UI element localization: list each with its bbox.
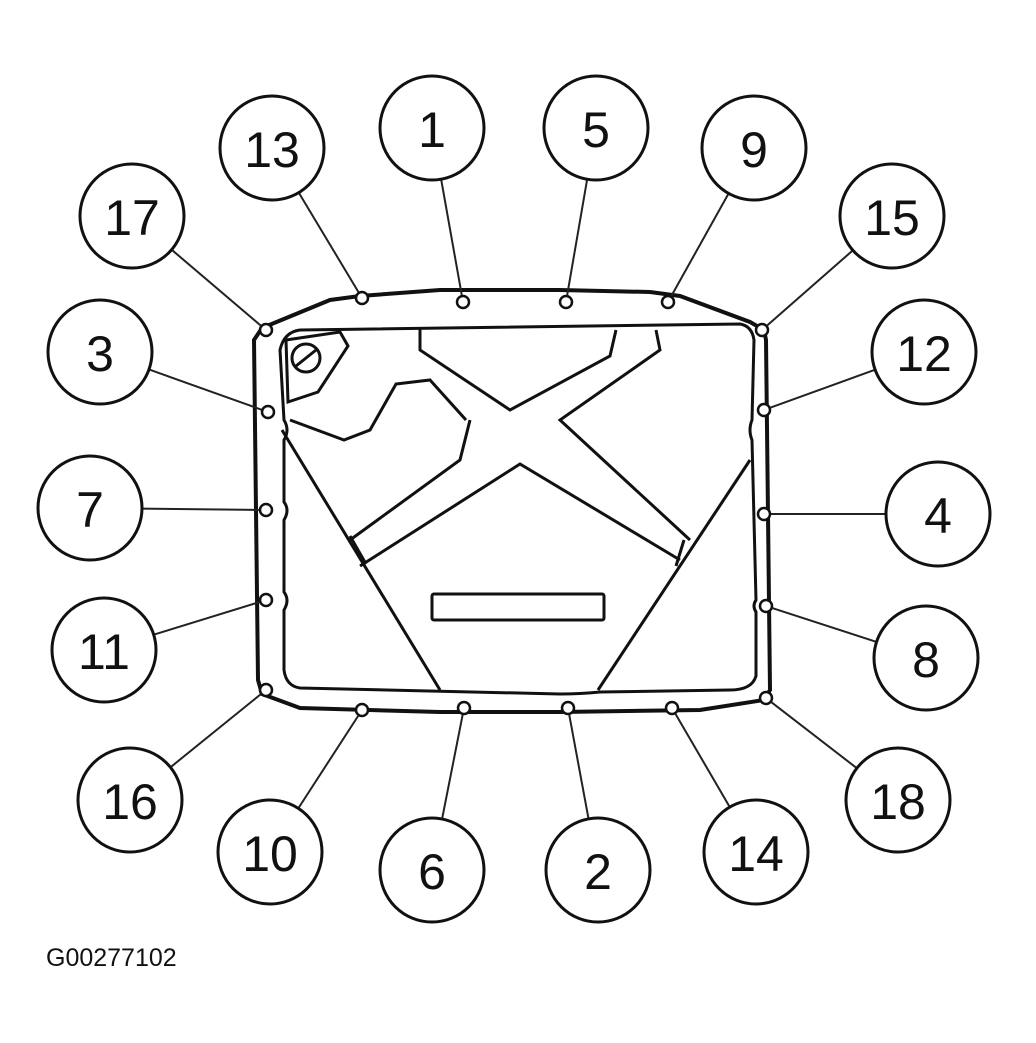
callout-number: 5	[582, 102, 610, 158]
callout-number: 10	[242, 826, 298, 882]
callout-16: 16	[76, 746, 184, 854]
callout-circle	[76, 746, 184, 854]
leader-line-6	[441, 714, 464, 820]
leader-line-3	[148, 368, 262, 411]
callout-circle	[702, 798, 810, 906]
callout-circle	[46, 298, 154, 406]
callout-circle	[36, 454, 144, 562]
callout-number: 15	[864, 190, 920, 246]
callout-circle	[378, 816, 486, 924]
callout-number: 3	[86, 326, 114, 382]
bolt-hole-5	[558, 294, 574, 310]
callout-circle	[872, 604, 980, 712]
callout-5: 5	[542, 74, 650, 182]
bolt-hole-14	[664, 700, 680, 716]
bolt-hole-17	[258, 322, 274, 338]
bolt-hole-6	[456, 700, 472, 716]
leader-line-2	[568, 714, 590, 820]
leader-line-18	[770, 701, 858, 769]
callout-18: 18	[844, 746, 952, 854]
leader-line-13	[297, 192, 360, 293]
callout-number: 11	[78, 624, 130, 680]
callout-circle	[700, 94, 808, 202]
callout-15: 15	[838, 162, 946, 270]
callout-number: 2	[584, 844, 612, 900]
callout-number: 16	[102, 774, 158, 830]
callout-14: 14	[702, 798, 810, 906]
callout-number: 1	[418, 102, 446, 158]
callout-circle	[870, 298, 978, 406]
callout-circle	[544, 816, 652, 924]
leader-line-11	[153, 601, 260, 636]
callout-number: 4	[924, 488, 952, 544]
bolt-hole-8	[758, 598, 774, 614]
bolt-hole-18	[758, 690, 774, 706]
bolt-hole-12	[756, 402, 772, 418]
bolt-hole-7	[258, 502, 274, 518]
callout-number: 17	[104, 190, 160, 246]
callout-2: 2	[544, 816, 652, 924]
leader-line-1	[440, 179, 463, 296]
callout-number: 12	[896, 326, 952, 382]
leader-line-12	[770, 368, 876, 409]
leader-line-16	[169, 693, 262, 769]
leader-line-10	[297, 715, 360, 809]
bolt-hole-16	[258, 682, 274, 698]
callout-circle	[844, 746, 952, 854]
leader-line-14	[674, 713, 731, 808]
callout-10: 10	[216, 798, 324, 906]
leader-line-9	[670, 192, 730, 297]
callout-1: 1	[378, 74, 486, 182]
bolt-hole-1	[455, 294, 471, 310]
callout-circle	[542, 74, 650, 182]
bolt-hole-11	[258, 592, 274, 608]
leader-line-15	[766, 249, 854, 327]
callout-circle	[78, 162, 186, 270]
bolt-hole-15	[754, 322, 770, 338]
callout-6: 6	[378, 816, 486, 924]
figure-id: G00277102	[46, 944, 177, 972]
leader-line-17	[170, 248, 262, 327]
callout-circle	[50, 596, 158, 704]
callout-17: 17	[78, 162, 186, 270]
callout-number: 9	[740, 122, 768, 178]
callout-circle	[378, 74, 486, 182]
callout-7: 7	[36, 454, 144, 562]
bolt-hole-3	[260, 404, 276, 420]
callout-12: 12	[870, 298, 978, 406]
callout-circle	[838, 162, 946, 270]
bolt-hole-4	[756, 506, 772, 522]
leader-line-8	[772, 607, 877, 643]
callout-number: 8	[912, 632, 940, 688]
bolt-hole-10	[354, 702, 370, 718]
callout-11: 11	[50, 596, 158, 704]
callout-number: 13	[244, 122, 300, 178]
callout-circle	[884, 460, 992, 568]
bolt-hole-13	[354, 290, 370, 306]
callout-4: 4	[884, 460, 992, 568]
callout-number: 18	[870, 774, 926, 830]
leader-line-7	[141, 507, 260, 511]
bolt-hole-2	[560, 700, 576, 716]
callout-number: 7	[76, 482, 104, 538]
leader-lines	[141, 179, 886, 820]
callout-number: 6	[418, 844, 446, 900]
callout-circle	[218, 94, 326, 202]
oil-pan-outline	[251, 288, 773, 714]
callout-13: 13	[218, 94, 326, 202]
callout-3: 3	[46, 298, 154, 406]
bolt-hole-9	[660, 294, 676, 310]
callout-circle	[216, 798, 324, 906]
leader-line-5	[566, 179, 589, 296]
callout-9: 9	[700, 94, 808, 202]
bolt-holes	[258, 290, 774, 718]
callout-8: 8	[872, 604, 980, 712]
callout-number: 14	[728, 826, 784, 882]
